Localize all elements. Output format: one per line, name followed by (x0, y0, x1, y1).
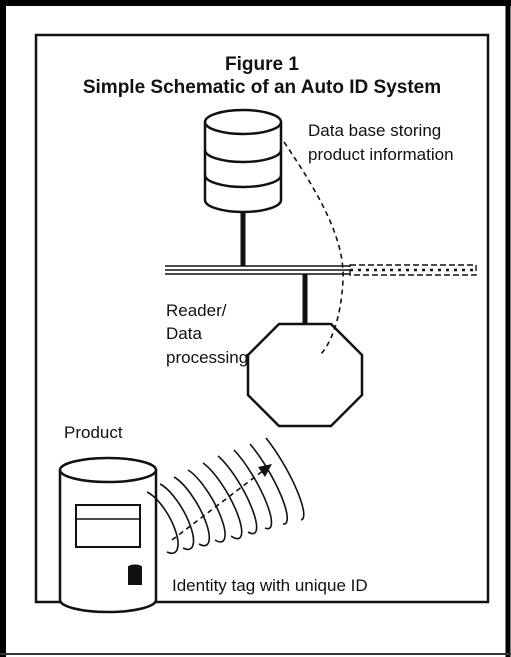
octagon-reader-icon (246, 322, 364, 428)
radio-wave-arcs (146, 437, 305, 555)
reader-label-line3: processing (166, 348, 248, 367)
product-label: Product (64, 423, 123, 442)
figure-number: Figure 1 (225, 54, 299, 75)
id-tag-icon (75, 504, 141, 548)
tag-chip-icon (128, 564, 142, 585)
tag-to-reader-arrow (171, 464, 272, 541)
reader-label-line1: Reader/ (166, 301, 227, 320)
database-label-line1: Data base storing (308, 121, 441, 140)
figure-title: Simple Schematic of an Auto ID System (83, 77, 441, 98)
database-cylinder-icon (203, 108, 283, 214)
reader-label-line2: Data (166, 324, 202, 343)
network-bus (165, 264, 477, 276)
database-label-line2: product information (308, 145, 454, 164)
tag-label: Identity tag with unique ID (172, 576, 368, 595)
data-flow-dashed-path (283, 141, 344, 356)
